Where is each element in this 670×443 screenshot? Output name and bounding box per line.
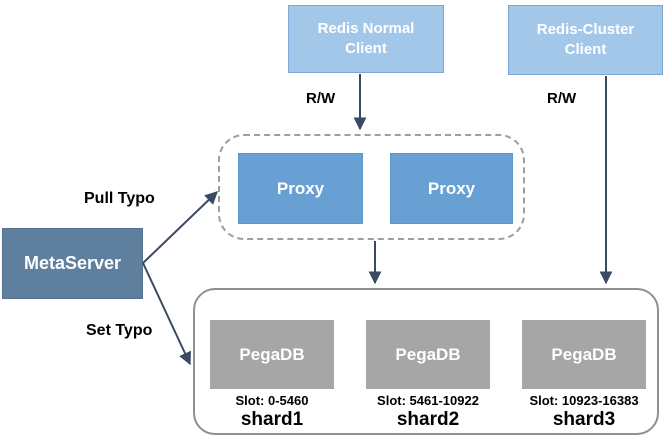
node-proxy-2: Proxy — [390, 153, 513, 224]
edge-label-rw-right: R/W — [547, 90, 577, 107]
shard-column-2: PegaDB Slot: 5461-10922 shard2 — [358, 320, 498, 431]
shard-name-2: shard2 — [396, 409, 460, 430]
node-redis-cluster-client: Redis-Cluster Client — [508, 5, 663, 75]
slot-range-1: Slot: 0-5460 — [235, 393, 309, 408]
shard-column-1: PegaDB Slot: 0-5460 shard1 — [202, 320, 342, 431]
shard-name-1: shard1 — [240, 409, 304, 430]
arrow-metaserver-set-to-shards — [142, 262, 191, 366]
node-pegadb-1: PegaDB — [210, 320, 334, 389]
node-pegadb-2: PegaDB — [366, 320, 490, 389]
proxy-cluster-container — [218, 134, 525, 240]
edge-label-rw-left: R/W — [306, 90, 336, 107]
node-redis-normal-client: Redis Normal Client — [288, 5, 444, 73]
node-metaserver: MetaServer — [2, 228, 143, 299]
slot-range-2: Slot: 5461-10922 — [377, 393, 479, 408]
shard-column-3: PegaDB Slot: 10923-16383 shard3 — [514, 320, 654, 431]
shard-name-3: shard3 — [552, 409, 616, 430]
slot-range-3: Slot: 10923-16383 — [529, 393, 639, 408]
edge-label-pull-typo: Pull Typo — [84, 190, 155, 207]
node-pegadb-3: PegaDB — [522, 320, 646, 389]
edge-label-set-typo: Set Typo — [86, 322, 153, 339]
node-proxy-1: Proxy — [238, 153, 363, 224]
